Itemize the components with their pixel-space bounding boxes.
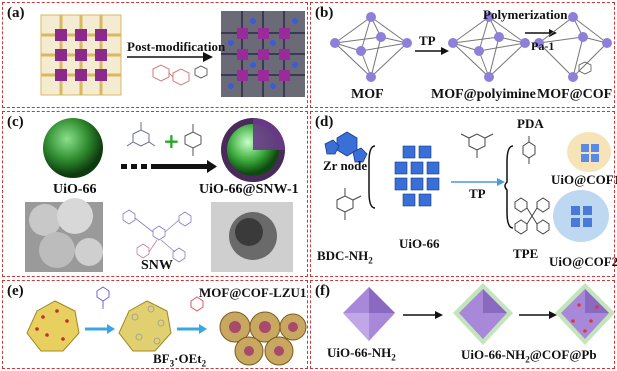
octahedron-pb [555, 283, 615, 345]
panel-d-label: (d) [315, 114, 334, 130]
panel-b-graphics [330, 12, 612, 82]
polyhedron-1 [26, 300, 80, 352]
tp-molecule [460, 133, 494, 158]
panel-e-label: (e) [7, 283, 24, 299]
mof-lattice-left [40, 14, 122, 96]
cof2-text: UiO@COF2 [549, 254, 617, 269]
snw-text: SNW [141, 258, 173, 273]
mof-text: MOF [351, 87, 384, 102]
bf3-text: BF3·OEt2 [153, 351, 207, 369]
cof2-glow [553, 190, 609, 242]
zr-node [324, 131, 368, 163]
lzu1-text: MOF@COF-LZU1 [199, 285, 307, 300]
panel-a: (a) [2, 2, 308, 108]
cof1-text: UiO@COF1 [551, 172, 617, 187]
amine-molecule [126, 122, 156, 147]
bdc-molecule [336, 188, 362, 220]
uio66-sphere [43, 118, 103, 178]
pa1-text: Pa-1 [531, 39, 555, 53]
panel-d: (d) [310, 111, 617, 277]
panel-c-graphics: + [25, 118, 293, 272]
svg-text:+: + [163, 129, 180, 153]
panel-e: (e) [2, 280, 308, 369]
pda-text: PDA [517, 116, 544, 131]
polymerization-text: Polymerization [483, 7, 568, 22]
panel-f: (f) [310, 280, 615, 369]
tp-text: TP [419, 33, 436, 48]
bdc-text: BDC-NH2 [317, 248, 373, 266]
octahedron-polyimine [452, 16, 526, 78]
octahedron-mof [334, 16, 408, 78]
linker-molecule [152, 64, 190, 86]
panel-c-label: (c) [7, 114, 24, 130]
zr-node-text: Zr node [323, 158, 368, 173]
uio66-nh2-cof-pb-text: UiO-66-NH2@COF@Pb [461, 347, 597, 365]
panel-d-graphics [324, 131, 611, 242]
panel-c: (c) + [2, 111, 308, 277]
panel-f-label: (f) [315, 283, 330, 299]
uio66-text: UiO-66 [53, 182, 97, 197]
panel-b-label: (b) [315, 5, 334, 21]
mof-lattice-right [221, 11, 305, 97]
mof-polyimine-text: MOF@polyimine [431, 87, 536, 102]
tpe-molecule [514, 197, 550, 235]
octahedron-plain [343, 287, 395, 341]
aldehyde-molecule [184, 124, 202, 156]
panel-a-label: (a) [7, 5, 25, 21]
panel-e-graphics [26, 286, 307, 366]
polyhedra-cluster [219, 311, 307, 366]
uio66-nh2-text: UiO-66-NH2 [327, 345, 396, 363]
panel-f-graphics [343, 283, 615, 345]
panel-a-graphics [40, 11, 305, 97]
mof-cof-text: MOF@COF [537, 87, 613, 102]
snw-network [122, 209, 192, 263]
post-modification-text: Post-modification [127, 39, 226, 54]
polyhedron-2 [118, 300, 172, 352]
uio66-d-text: UiO-66 [399, 236, 440, 251]
tp-d-text: TP [469, 186, 486, 201]
octahedron-shell [453, 283, 513, 345]
panel-b: (b) [310, 2, 615, 108]
pda-molecule [522, 136, 536, 164]
uio66-cluster [394, 145, 440, 207]
uio66-snw-text: UiO-66@SNW-1 [199, 182, 299, 197]
tpe-text: TPE [513, 246, 539, 261]
